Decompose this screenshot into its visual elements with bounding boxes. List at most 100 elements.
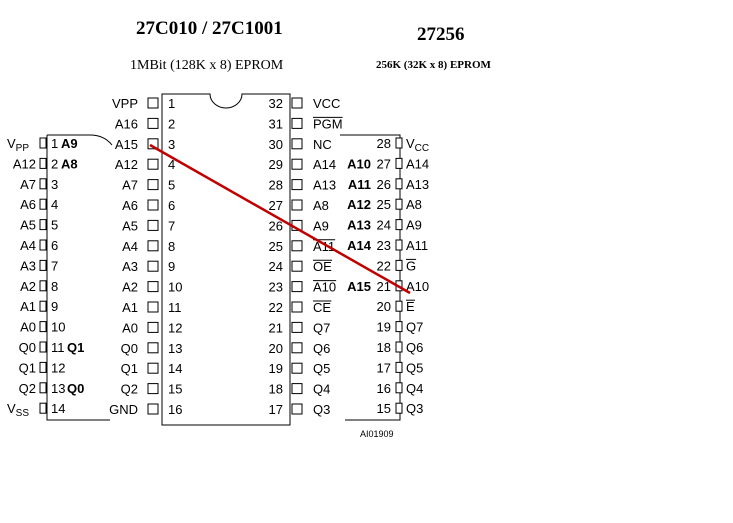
big-chip-pin-19: [291, 362, 303, 374]
big-pin-number-15: 15: [168, 382, 182, 397]
subtitle-27256: 256K (32K x 8) EPROM: [376, 59, 491, 71]
big-pin-number-9: 9: [168, 259, 175, 274]
big-pin-name-18: Q4: [313, 382, 330, 397]
big-pin-name-9: A3: [122, 259, 138, 274]
small-chip-pin-1: [39, 137, 47, 149]
big-pin-name-10: A2: [122, 280, 138, 295]
small-pin-name-15: Q3: [406, 401, 423, 416]
small-pin-name-28: VCC: [406, 136, 429, 154]
big-pin-name-19: Q5: [313, 361, 330, 376]
small-pin-number-28: 28: [377, 136, 391, 151]
big-pin-number-31: 31: [269, 116, 283, 131]
big-chip-pin-3: [147, 138, 159, 150]
big-pin-number-32: 32: [269, 96, 283, 111]
big-pin-number-29: 29: [269, 157, 283, 172]
small-pin-number-2: 2: [51, 156, 58, 171]
big-chip-pin-1: [147, 97, 159, 109]
small-chip-pin-20: [395, 300, 403, 312]
big-chip-pin-14: [147, 362, 159, 374]
big-pin-name-3: A15: [115, 137, 138, 152]
big-chip-pin-17: [291, 403, 303, 415]
big-pin-name-21: Q7: [313, 320, 330, 335]
small-pin-name-23: A11: [406, 238, 428, 253]
big-pin-name-11: A1: [122, 300, 138, 315]
small-pin-number-21: 21: [377, 279, 391, 294]
big-pin-name-31: PGM: [313, 116, 343, 131]
big-chip-pin-15: [147, 383, 159, 395]
big-chip-pin-9: [147, 260, 159, 272]
big-pin-name-23: A10: [313, 280, 336, 295]
big-pin-name-2: A16: [115, 116, 138, 131]
big-chip-pin-13: [147, 342, 159, 354]
small-pin-number-27: 27: [377, 156, 391, 171]
small-pin-number-3: 3: [51, 177, 58, 192]
small-chip-pin-14: [39, 402, 47, 414]
title-27c010: 27C010 / 27C1001: [136, 18, 283, 39]
small-pin-number-19: 19: [377, 320, 391, 335]
big-chip-pin-21: [291, 321, 303, 333]
small-pin-mapping-23: A14: [347, 238, 372, 253]
small-pin-mapping-1: A9: [61, 136, 78, 151]
big-chip-pin-12: [147, 321, 159, 333]
subscript: SS: [16, 408, 30, 419]
small-pin-number-20: 20: [377, 299, 391, 314]
small-chip-pin-8: [39, 280, 47, 292]
big-chip-pin-11: [147, 301, 159, 313]
small-pin-name-17: Q5: [406, 360, 423, 375]
small-chip-pin-9: [39, 300, 47, 312]
big-chip-pin-27: [291, 199, 303, 211]
big-pin-name-8: A4: [122, 239, 138, 254]
big-pin-number-12: 12: [168, 320, 182, 335]
small-pin-number-12: 12: [51, 360, 65, 375]
big-pin-number-7: 7: [168, 218, 175, 233]
small-pin-number-1: 1: [51, 136, 58, 151]
subscript: PP: [16, 143, 30, 154]
footnote-label: AI01909: [360, 429, 394, 439]
small-pin-name-1: VPP: [7, 136, 29, 154]
big-pin-number-24: 24: [269, 259, 283, 274]
big-pin-name-29: A14: [313, 157, 336, 172]
big-pin-number-22: 22: [269, 300, 283, 315]
big-chip-pin-25: [291, 240, 303, 252]
big-pin-name-4: A12: [115, 157, 138, 172]
small-pin-name-14: VSS: [7, 401, 29, 419]
small-pin-number-11: 11: [51, 340, 65, 355]
small-chip-outline-right: [340, 134, 401, 421]
big-chip-pin-16: [147, 403, 159, 415]
small-pin-number-14: 14: [51, 401, 65, 416]
big-chip-body: [161, 93, 291, 426]
small-pin-number-23: 23: [377, 238, 391, 253]
small-pin-mapping-25: A12: [347, 197, 371, 212]
big-pin-name-6: A6: [122, 198, 138, 213]
small-pin-number-17: 17: [377, 360, 391, 375]
small-pin-number-22: 22: [377, 258, 391, 273]
red-connection-wire: [149, 143, 411, 295]
big-pin-number-30: 30: [269, 137, 283, 152]
small-chip-pin-26: [395, 178, 403, 190]
big-chip-pin-24: [291, 260, 303, 272]
small-chip-pin-25: [395, 198, 403, 210]
big-pin-number-5: 5: [168, 178, 175, 193]
big-pin-name-28: A13: [313, 178, 336, 193]
big-pin-name-13: Q0: [121, 341, 138, 356]
big-pin-name-16: GND: [109, 402, 138, 417]
big-pin-name-1: VPP: [112, 96, 138, 111]
small-pin-number-15: 15: [377, 401, 391, 416]
big-pin-name-27: A8: [313, 198, 329, 213]
big-pin-name-32: VCC: [313, 96, 340, 111]
small-pin-mapping-11: Q1: [67, 340, 84, 355]
small-chip-pin-5: [39, 219, 47, 231]
small-pin-name-9: A1: [20, 299, 36, 314]
big-pin-number-1: 1: [168, 96, 175, 111]
big-pin-number-14: 14: [168, 361, 182, 376]
big-pin-number-26: 26: [269, 218, 283, 233]
big-chip-pin-23: [291, 281, 303, 293]
small-pin-name-20: E: [406, 299, 415, 314]
small-pin-name-12: Q1: [19, 360, 36, 375]
small-pin-name-25: A8: [406, 197, 422, 212]
small-pin-number-4: 4: [51, 197, 58, 212]
big-pin-number-28: 28: [269, 178, 283, 193]
